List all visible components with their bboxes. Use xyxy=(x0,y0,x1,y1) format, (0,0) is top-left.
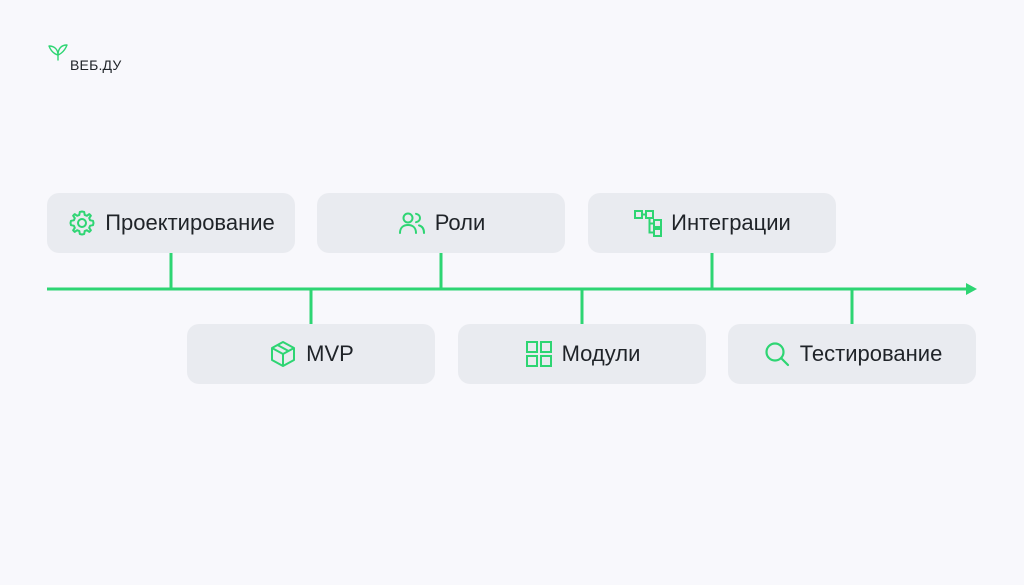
stage-label-roles: Роли xyxy=(434,210,486,235)
stage-label-testing: Тестирование xyxy=(799,341,943,366)
stage-label-modules: Модули xyxy=(561,341,641,366)
cube-icon xyxy=(268,339,298,369)
stage-label-design: Проектирование xyxy=(105,210,275,235)
stage-card-design: Проектирование xyxy=(47,193,295,253)
stage-card-integrations: Интеграции xyxy=(588,193,836,253)
search-icon xyxy=(762,339,792,369)
brand-logo: ВЕБ.ДУ xyxy=(46,44,166,74)
users-icon xyxy=(397,208,427,238)
stage-label-integrations: Интеграции xyxy=(671,210,791,235)
stage-label-mvp: MVP xyxy=(306,341,354,366)
stage-card-testing: Тестирование xyxy=(728,324,976,384)
stage-card-roles: Роли xyxy=(317,193,565,253)
brand-name: ВЕБ.ДУ xyxy=(70,57,122,73)
leaf-icon xyxy=(48,44,68,61)
timeline-arrow-head xyxy=(966,283,977,295)
stage-card-modules: Модули xyxy=(458,324,706,384)
stage-card-mvp: MVP xyxy=(187,324,435,384)
gear-icon xyxy=(67,208,97,238)
grid-icon xyxy=(524,339,554,369)
flowchart-icon xyxy=(633,208,663,238)
